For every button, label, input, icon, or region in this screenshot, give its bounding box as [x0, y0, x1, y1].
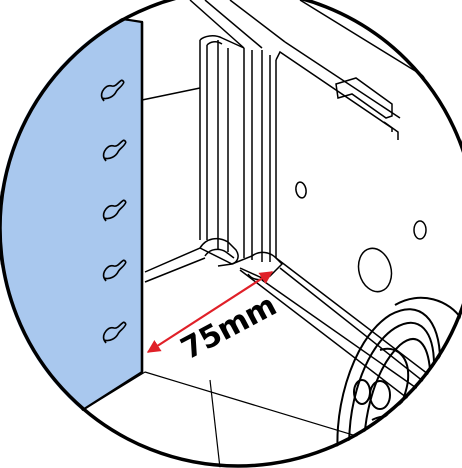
wavy-clip-icon: [102, 259, 127, 282]
mounting-hole: [413, 220, 427, 240]
mounting-hole: [295, 181, 307, 199]
fastener-clips: [100, 79, 127, 344]
wavy-clip-icon: [102, 139, 127, 162]
cable-hole: [357, 247, 393, 293]
wavy-clip-icon: [102, 321, 127, 344]
dimension-line: [146, 271, 274, 353]
wavy-clip-icon: [100, 79, 125, 102]
dimension-arrow: [146, 271, 274, 353]
wavy-clip-icon: [102, 199, 127, 222]
